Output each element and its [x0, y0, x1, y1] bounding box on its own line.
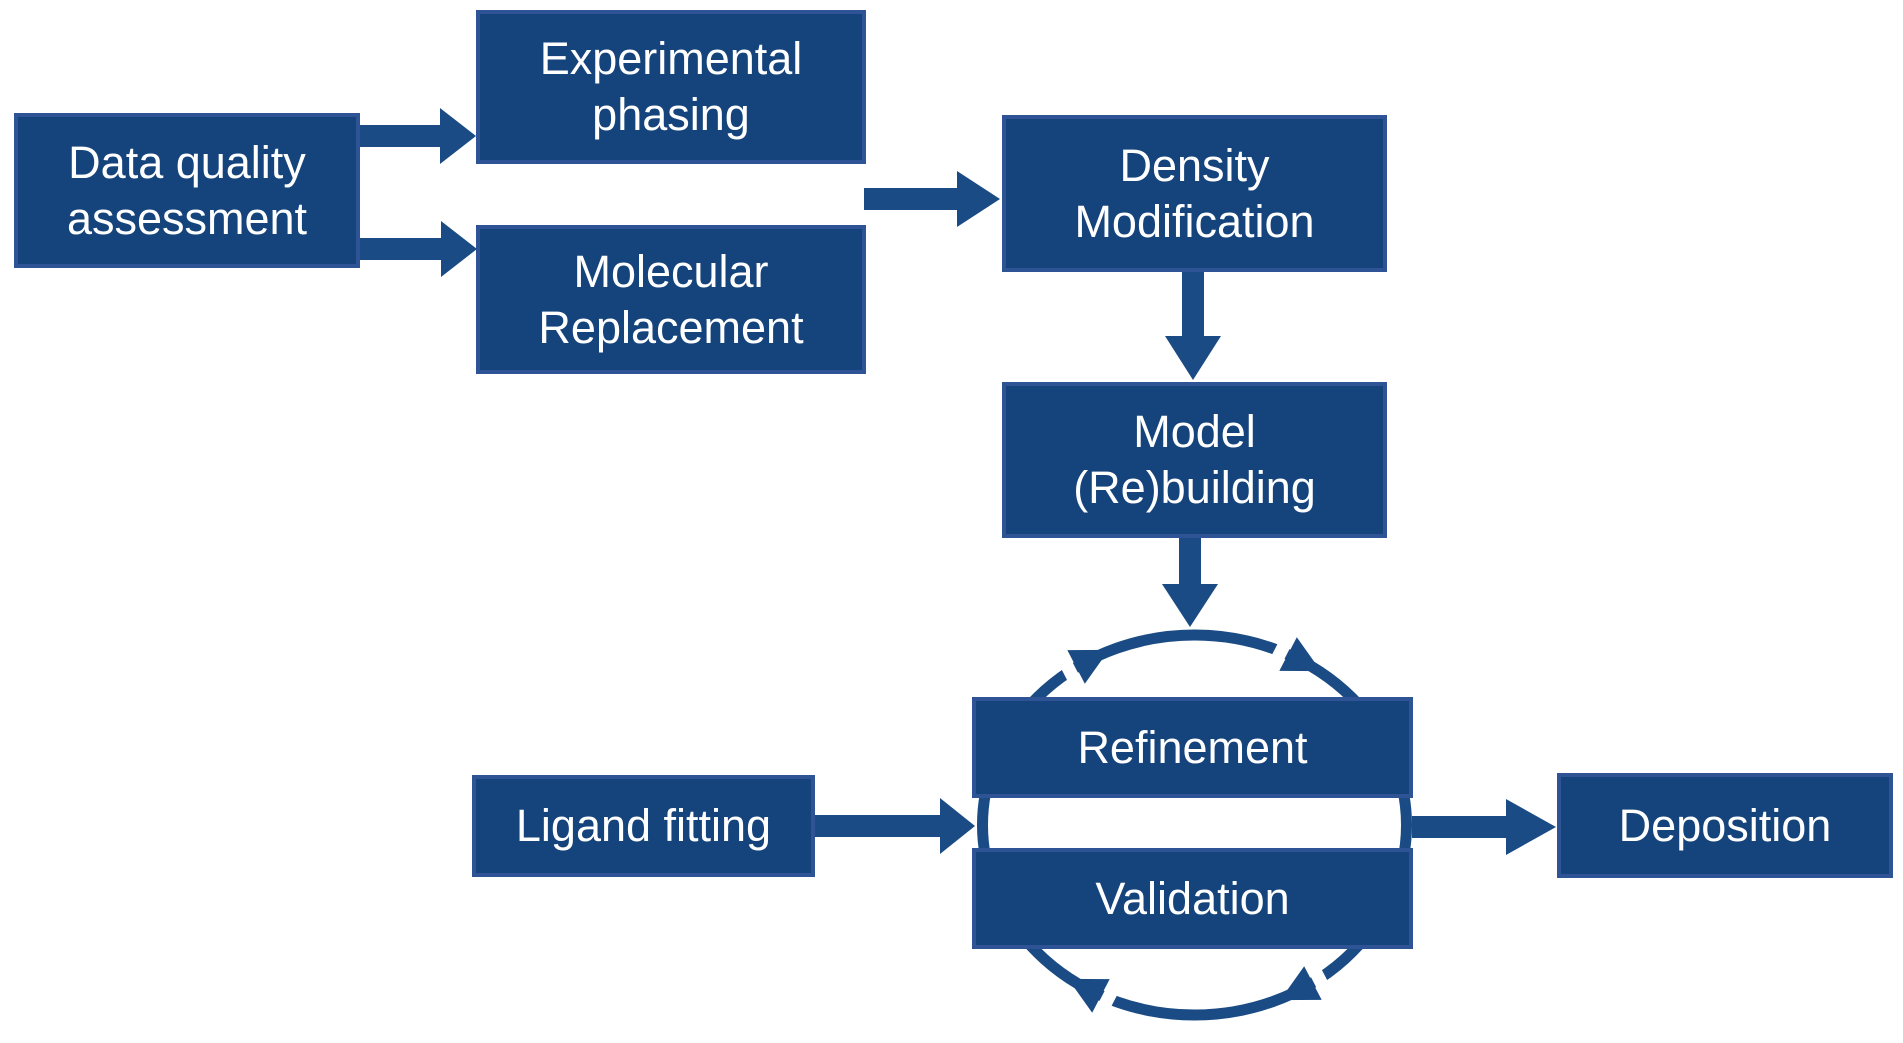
node-ligand-fitting: Ligand fitting: [472, 775, 815, 877]
node-label-line: Replacement: [538, 301, 804, 353]
node-label-line: Density: [1119, 139, 1270, 191]
node-deposition: Deposition: [1557, 773, 1893, 878]
node-validation: Validation: [972, 848, 1413, 949]
node-label-line: (Re)building: [1073, 462, 1316, 513]
node-label-line: Experimental: [539, 33, 803, 84]
node-label-line: Molecular: [573, 245, 769, 297]
cycle-arrowhead-bottom-left-icon: [1068, 978, 1118, 1013]
node-label-line: Ligand fitting: [515, 800, 772, 851]
node-label-line: Validation: [1095, 872, 1290, 924]
node-molecular-replacement: Molecular Replacement: [476, 225, 866, 374]
node-model-rebuilding: Model (Re)building: [1002, 382, 1387, 538]
cycle-ellipse: [977, 629, 1412, 1021]
node-label-line: Deposition: [1618, 799, 1832, 851]
node-refinement: Refinement: [972, 697, 1413, 798]
node-label-line: phasing: [592, 89, 750, 140]
node-label-line: Refinement: [1077, 721, 1308, 773]
node-data-quality-assessment: Data quality assessment: [14, 113, 360, 268]
node-label-line: Modification: [1074, 195, 1315, 247]
node-label-line: Model: [1133, 406, 1256, 457]
node-label-line: assessment: [66, 192, 308, 244]
node-density-modification: Density Modification: [1002, 115, 1387, 272]
node-label-line: Data quality: [68, 136, 306, 188]
cycle-arrowhead-bottom-right-icon: [1280, 966, 1330, 1001]
cycle-arrowhead-top-left-icon: [1059, 649, 1109, 684]
node-experimental-phasing: Experimental phasing: [476, 10, 866, 164]
cycle-arrowhead-top-right-icon: [1271, 637, 1321, 672]
